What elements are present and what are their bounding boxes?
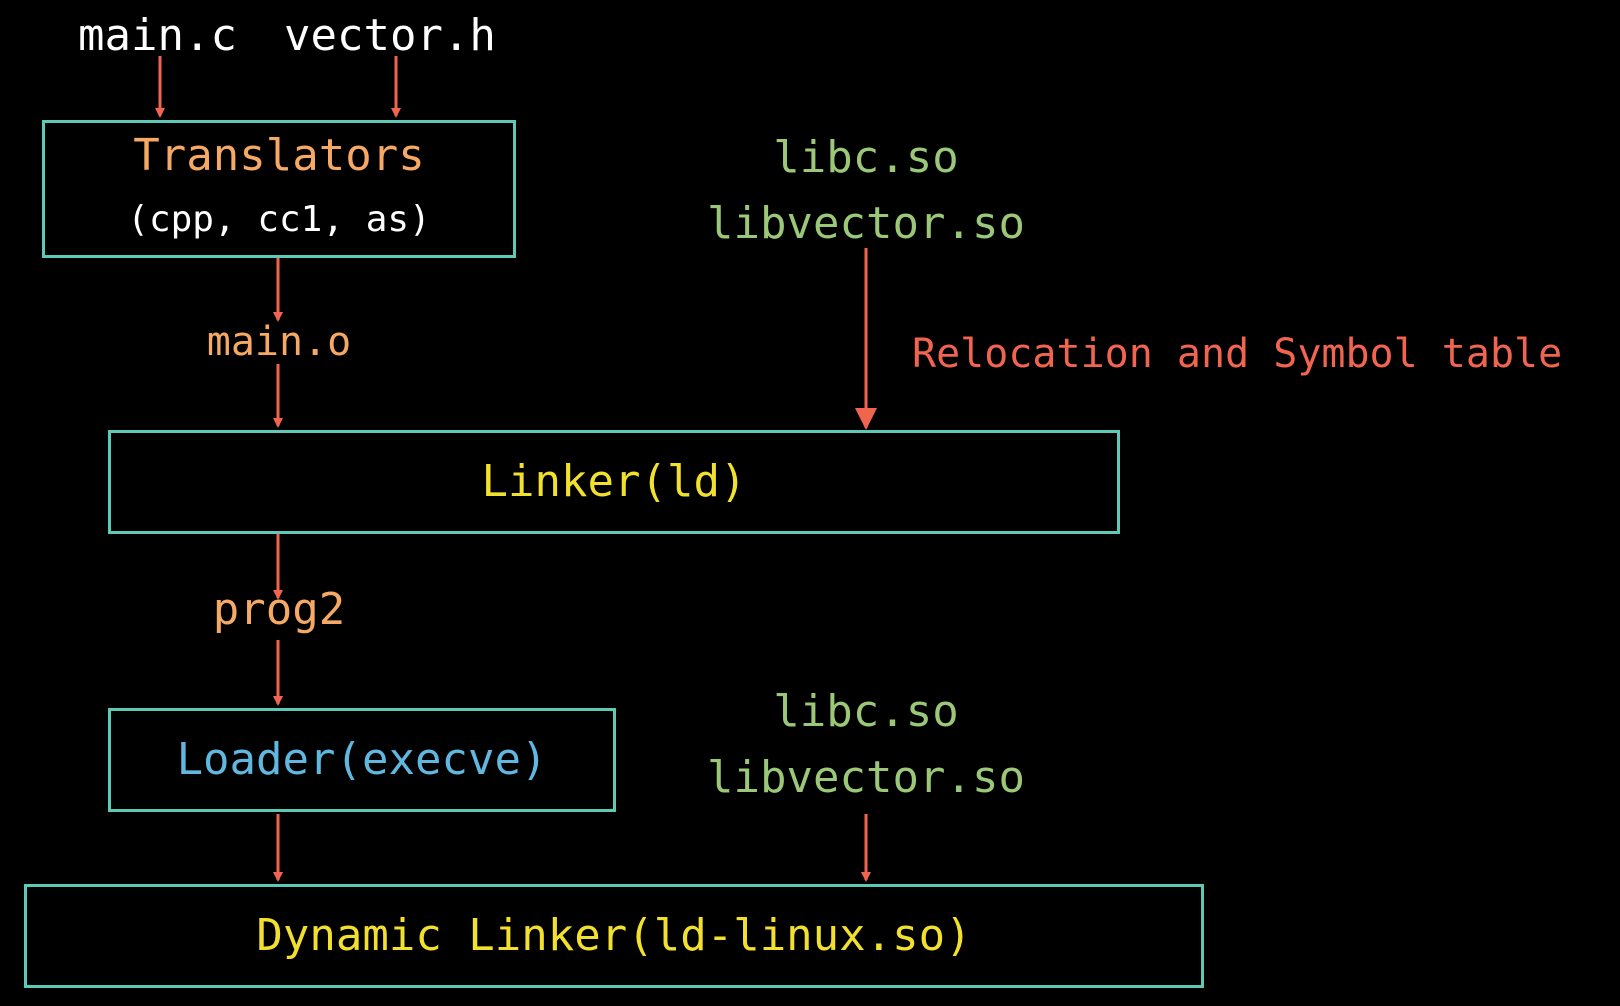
translators-box	[42, 120, 516, 258]
main-c-label: main.c	[78, 10, 237, 61]
prog2-label: prog2	[212, 584, 346, 635]
linker-box	[108, 430, 1120, 534]
loader-title: Loader(execve)	[176, 734, 548, 785]
dynamic-linker-title: Dynamic Linker(ld-linux.so)	[256, 910, 972, 961]
translators-subtitle: (cpp, cc1, as)	[127, 199, 431, 240]
dynamic-linker-box	[24, 884, 1204, 988]
loader-box	[108, 708, 616, 812]
libvector-so-top-label: libvector.so	[707, 198, 1025, 249]
relocation-symbol-table-label: Relocation and Symbol table	[912, 331, 1563, 377]
translators-title: Translators	[133, 130, 425, 181]
linker-title: Linker(ld)	[481, 456, 747, 507]
libvector-so-bottom-label: libvector.so	[707, 752, 1025, 803]
libc-so-bottom-label: libc.so	[773, 686, 959, 737]
libc-so-top-label: libc.so	[773, 132, 959, 183]
main-o-label: main.o	[206, 319, 352, 365]
vector-h-label: vector.h	[284, 10, 496, 61]
